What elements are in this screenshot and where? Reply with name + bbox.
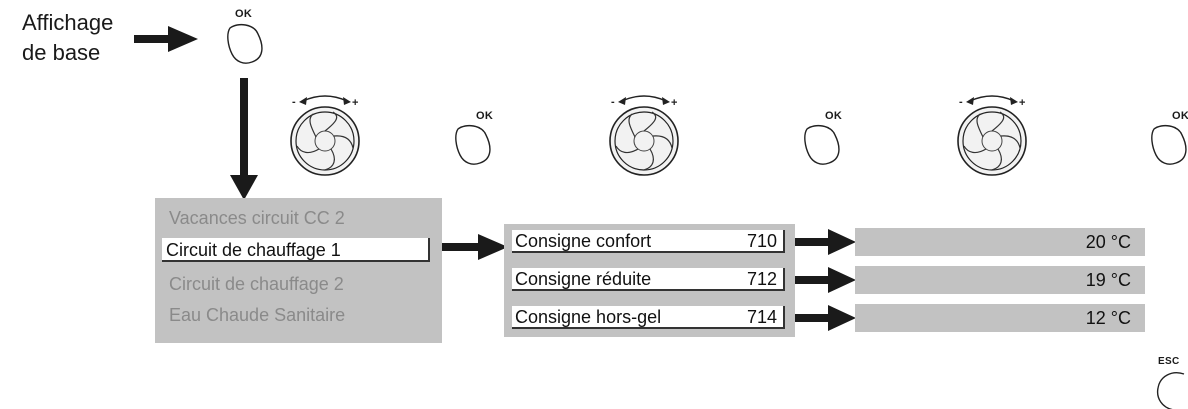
- base-display-label: Affichage de base: [22, 8, 113, 68]
- ok-label-4: OK: [1172, 110, 1188, 122]
- rotary-knob-1[interactable]: [290, 95, 360, 176]
- param-name: Consigne confort: [515, 231, 652, 251]
- param-code: 714: [746, 307, 777, 327]
- menu-panel: Vacances circuit CC 2 Circuit de chauffa…: [155, 198, 442, 343]
- ok-label-2: OK: [476, 110, 494, 122]
- menu-item-eau-chaude[interactable]: Eau Chaude Sanitaire: [169, 305, 346, 325]
- param-name: Consigne hors-gel: [515, 307, 662, 327]
- value-box-hors-gel[interactable]: 12 °C: [855, 304, 1145, 332]
- rotary-knob-3[interactable]: [957, 95, 1027, 176]
- arrow-to-ok: [134, 26, 198, 52]
- param-code: 712: [746, 269, 777, 289]
- base-display-line1: Affichage: [22, 10, 114, 35]
- menu-item-circuit-1-selected[interactable]: Circuit de chauffage 1: [162, 238, 430, 262]
- arrow-menu-to-params: [442, 234, 508, 260]
- param-row-confort[interactable]: Consigne confort 710: [512, 230, 785, 253]
- ok-button-4[interactable]: [1151, 124, 1187, 165]
- base-display-line2: de base: [22, 40, 101, 65]
- arrow-down-to-menu: [230, 78, 258, 200]
- menu-item-circuit-2[interactable]: Circuit de chauffage 2: [169, 274, 344, 294]
- param-row-hors-gel[interactable]: Consigne hors-gel 714: [512, 306, 785, 329]
- rotary-knob-2[interactable]: [609, 95, 679, 176]
- arrow-param-2-to-value: [795, 267, 856, 293]
- ok-label-3: OK: [825, 110, 843, 122]
- ok-label-top: OK: [235, 8, 253, 20]
- ok-button-2[interactable]: [455, 124, 491, 165]
- value-box-confort[interactable]: 20 °C: [855, 228, 1145, 256]
- value-box-reduite[interactable]: 19 °C: [855, 266, 1145, 294]
- esc-button[interactable]: [1156, 372, 1188, 409]
- param-name: Consigne réduite: [515, 269, 652, 289]
- ok-button-3[interactable]: [804, 124, 840, 165]
- esc-label: ESC: [1158, 356, 1180, 367]
- arrow-param-1-to-value: [795, 229, 856, 255]
- menu-item-vacances[interactable]: Vacances circuit CC 2: [169, 208, 345, 228]
- params-panel: Consigne confort 710 Consigne réduite 71…: [504, 224, 795, 337]
- param-code: 710: [746, 231, 777, 251]
- arrow-param-3-to-value: [795, 305, 856, 331]
- param-row-reduite[interactable]: Consigne réduite 712: [512, 268, 785, 291]
- ok-button-top[interactable]: [227, 23, 263, 64]
